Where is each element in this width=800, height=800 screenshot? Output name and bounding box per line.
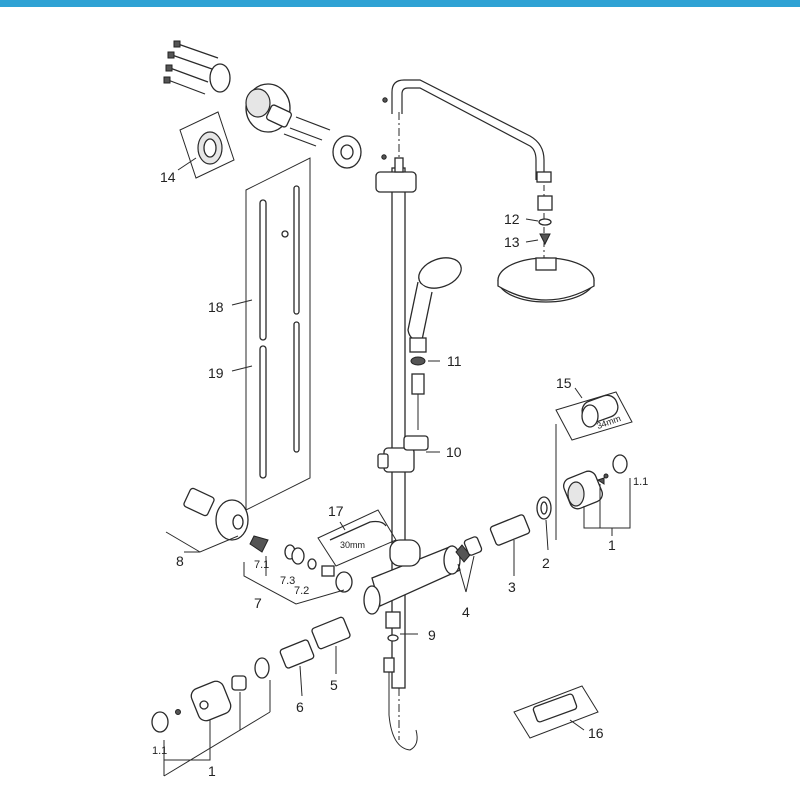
part-16-cartridge: 16 [513, 685, 604, 741]
left-side-parts: 8 7.1 7.3 7.2 7 [165, 487, 353, 611]
rail-19 [259, 345, 267, 479]
right-side-parts: 4 3 2 1 1.1 [455, 454, 648, 620]
label-15: 15 [556, 375, 572, 391]
label-1-right: 1 [608, 537, 616, 553]
lower-left-parts: 5 6 1.1 1 [151, 616, 351, 779]
label-2: 2 [542, 555, 550, 571]
part-17-wrench: 30mm 17 [317, 503, 397, 567]
arm-outlet [536, 171, 552, 183]
label-8: 8 [176, 553, 184, 569]
label-18: 18 [208, 299, 224, 315]
top-accent-bar [0, 0, 800, 7]
rail-18 [259, 199, 267, 341]
thermostat-body: 9 [363, 539, 461, 715]
head-shower-connector: 12 13 [504, 195, 553, 250]
label-16: 16 [588, 725, 604, 741]
label-19: 19 [208, 365, 224, 381]
label-7-3: 7.3 [280, 575, 295, 587]
part-14-adapter: 14 [160, 111, 235, 185]
label-9: 9 [428, 627, 436, 643]
label-14: 14 [160, 169, 176, 185]
shower-rail-panel: 18 19 [208, 157, 311, 511]
label-12: 12 [504, 211, 520, 227]
head-shower [497, 257, 595, 303]
label-1-left: 1 [208, 763, 216, 779]
label-17-dim: 30mm [340, 540, 365, 550]
part-15-cartridge: 34mm 15 [555, 375, 633, 540]
label-10: 10 [446, 444, 462, 460]
label-1-1-right: 1.1 [633, 476, 648, 488]
riser-bar [391, 167, 406, 689]
label-7-2: 7.2 [294, 585, 309, 597]
label-13: 13 [504, 234, 520, 250]
label-11: 11 [447, 353, 462, 369]
label-7-1: 7.1 [254, 559, 269, 571]
label-5: 5 [330, 677, 338, 693]
shower-riser-assembly [375, 79, 552, 740]
label-4: 4 [462, 604, 470, 620]
hand-shower: 11 [407, 257, 462, 430]
label-7: 7 [254, 595, 262, 611]
hand-shower-slider: 10 [377, 435, 462, 473]
wall-bracket-assembly [163, 40, 362, 169]
label-3: 3 [508, 579, 516, 595]
label-1-1-left: 1.1 [152, 745, 167, 757]
label-6: 6 [296, 699, 304, 715]
wall-anchor-plate [209, 63, 231, 93]
hose [388, 714, 418, 751]
label-17: 17 [328, 503, 344, 519]
top-clamp [375, 171, 417, 193]
